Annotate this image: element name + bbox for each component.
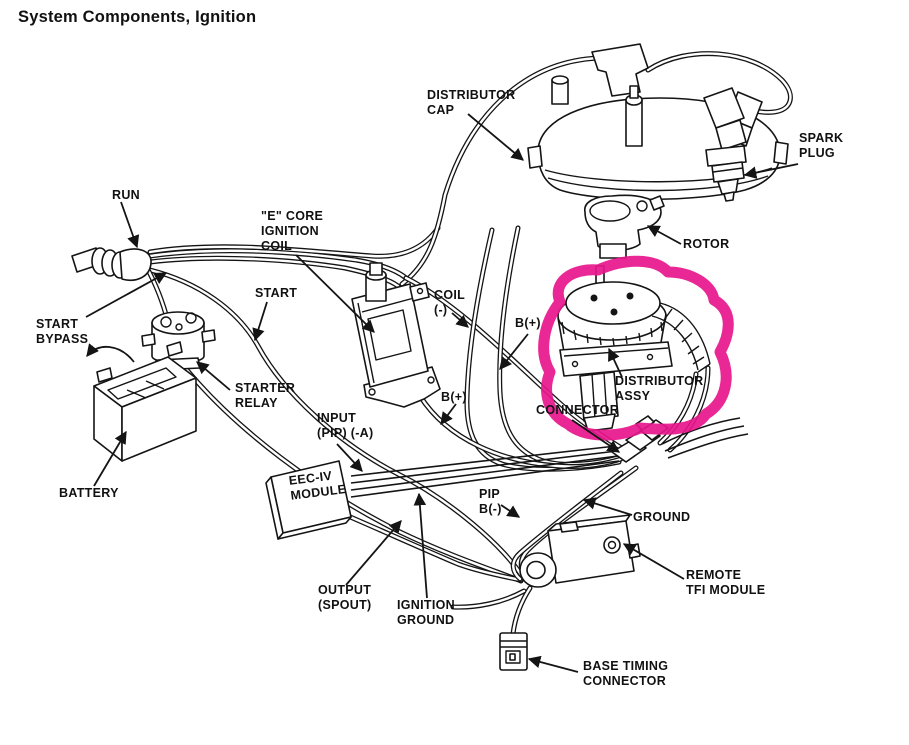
leader-output-spout (345, 520, 402, 586)
page-title: System Components, Ignition (18, 8, 257, 26)
leader-distributor-assy (608, 347, 623, 378)
ignition-switch-drawing (71, 247, 152, 281)
distributor-cap-drawing (527, 43, 789, 201)
leader-spark-plug (743, 163, 799, 179)
starter-relay-drawing (141, 311, 216, 371)
leader-base-timing-connector (527, 655, 579, 673)
leader-input-pip (336, 443, 363, 472)
leader-distributor-cap (467, 113, 524, 161)
rotor-drawing (584, 194, 665, 259)
leader-e-core-ignition-coil (295, 254, 375, 333)
leader-ignition-ground (413, 492, 428, 599)
base-timing-connector-drawing (499, 632, 528, 671)
leader-starter-relay (196, 361, 231, 391)
wiring-harness (143, 51, 793, 584)
leader-run (120, 201, 140, 249)
tfi-pigtails (450, 585, 533, 637)
spark-plug-drawing (703, 87, 747, 202)
highlight-circle (538, 255, 734, 441)
leader-rotor (646, 225, 682, 245)
leader-coil-negative (451, 312, 469, 328)
leader-start-bypass (85, 272, 168, 318)
tfi-module-drawing (519, 514, 641, 588)
leader-battery (93, 430, 127, 487)
leader-b-plus-left (440, 403, 457, 426)
leader-ground (582, 497, 633, 516)
leader-b-plus-right (499, 333, 529, 370)
ignition-coil-drawing (351, 262, 441, 408)
leader-pip-b-negative (500, 504, 521, 518)
leader-start (252, 301, 268, 342)
leader-layer (85, 113, 799, 673)
leader-remote-tfi-module (622, 543, 685, 580)
leader-connector (571, 419, 621, 453)
eec-iv-module-drawing (265, 460, 352, 540)
